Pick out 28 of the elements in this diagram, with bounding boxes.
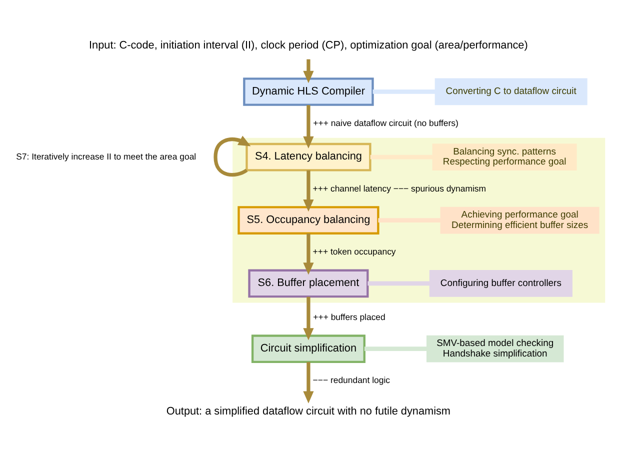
- arrow: [303, 362, 314, 403]
- edge-label: S7: Iteratively increase II to meet the area goal: [16, 151, 196, 162]
- edge-label: +++ token occupancy: [312, 246, 396, 256]
- node-text: Output: a simplified dataflow circuit with no futile dynamism: [166, 405, 450, 418]
- arrow: [303, 233, 314, 274]
- cluster: [232, 137, 606, 302]
- node-box: S4. Latency balancing: [246, 142, 372, 171]
- arrow: [303, 104, 314, 148]
- node-box: S6. Buffer placement: [248, 268, 369, 298]
- node-box: SMV-based model checking Handshake simplification: [426, 334, 564, 362]
- node-box: S5. Occupancy balancing: [238, 206, 380, 234]
- connector: [368, 280, 430, 286]
- edge-label: +++ channel latency −−− spurious dynamism: [312, 182, 486, 193]
- connector: [364, 346, 427, 351]
- edge-label: +++ naive dataflow circuit (no buffers): [313, 117, 458, 128]
- node-box: Converting C to dataflow circuit: [434, 78, 588, 105]
- node-text: Input: C-code, initiation interval (II), clock period (CP), optimization goal (area/performance): [89, 39, 528, 52]
- edge-label: +++ buffers placed: [313, 311, 386, 322]
- arrow: [303, 170, 314, 212]
- node-box: Configuring buffer controllers: [429, 270, 572, 296]
- connector: [370, 154, 432, 159]
- edge-label: −−− redundant logic: [312, 374, 390, 385]
- arrow: [303, 58, 314, 83]
- connector: [372, 89, 436, 94]
- arrow: [303, 296, 314, 340]
- node-box: Circuit simplification: [251, 334, 366, 362]
- node-box: Dynamic HLS Compiler: [243, 77, 374, 106]
- connector: [378, 218, 440, 222]
